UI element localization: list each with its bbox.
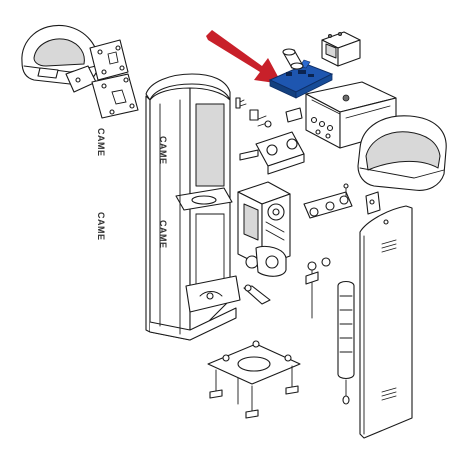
capacitor — [282, 48, 304, 70]
mounting-plate-large — [91, 73, 139, 119]
brand-mark: CAME — [158, 220, 168, 249]
arrow-icon — [206, 30, 282, 84]
brand-mark: CAME — [96, 128, 106, 157]
gear-motor — [237, 181, 291, 277]
mounting-plate-small — [65, 65, 97, 93]
cabinet-door — [359, 205, 413, 439]
dome-cover — [357, 115, 447, 191]
spring-hinge — [303, 183, 381, 219]
transformer — [321, 31, 361, 67]
barrier-cabinet — [145, 73, 241, 341]
balance-spring — [305, 257, 355, 405]
mounting-plate-square — [89, 39, 129, 81]
brand-mark: CAME — [96, 212, 106, 241]
anchor-plate — [207, 340, 301, 419]
limit-switch-assembly — [239, 107, 305, 175]
fastener-set — [235, 97, 271, 305]
brand-mark: CAME — [158, 136, 168, 165]
